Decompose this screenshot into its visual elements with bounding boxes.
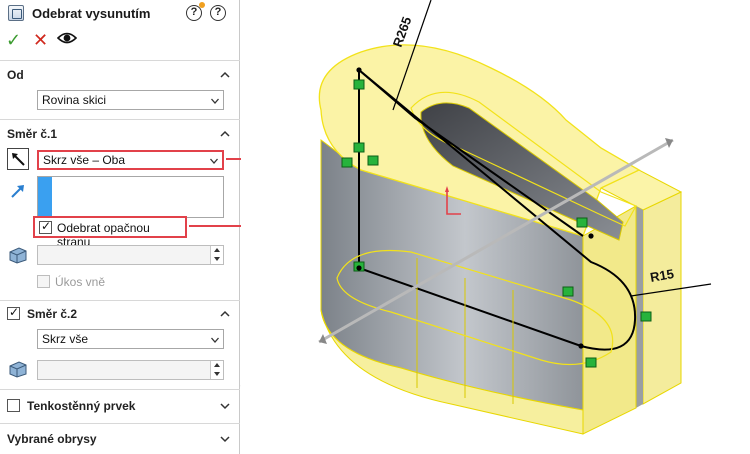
section-direction2-title: Směr č.2 [27,307,78,321]
relation-icon [353,142,365,153]
draft-icon[interactable] [7,357,29,379]
callout-2-leader [189,225,257,227]
temporary-axis [318,138,674,344]
flip-side-checkbox[interactable] [39,219,52,234]
sketch-point [588,233,594,239]
bottom-face-edge [320,309,584,435]
start-condition-value: Rovina skici [42,93,107,107]
start-condition-select[interactable]: Rovina skici [37,90,224,110]
direction2-draft-spinner[interactable] [210,361,223,379]
selection-active-marker [38,177,52,217]
model-view[interactable]: R265 R15 [241,0,750,454]
relation-icon [367,155,379,166]
chevron-down-icon[interactable] [220,401,230,411]
direction2-end-condition-value: Skrz vše [42,332,89,346]
divider [0,389,240,390]
direction-selection-box[interactable] [37,176,224,218]
origin-arrow-y-icon [445,186,449,192]
left-prong-front [582,205,637,435]
dimension-r15[interactable]: R15 [649,266,675,285]
axis-arrow-end [665,138,673,148]
axis-arrow-start [319,334,327,344]
relation-icon [576,217,588,228]
ok-button[interactable]: ✓ [6,30,22,50]
slot-floor [636,206,643,408]
chevron-up-icon[interactable] [220,309,230,319]
draft-icon[interactable] [7,243,29,265]
chevron-up-icon[interactable] [220,70,230,80]
draft-angle-spinner[interactable] [210,246,223,264]
chevron-down-icon [211,337,219,343]
eye-icon [56,32,78,44]
action-buttons: ✓ ✕ [0,30,240,52]
sketch-profile [358,69,637,351]
graphics-area[interactable]: R265 R15 [241,0,750,454]
section-thin-feature-title: Tenkostěnný prvek [27,399,136,413]
draft-outward-label: Úkos vně [55,275,106,289]
cut-extrude-icon [8,5,24,21]
cancel-button[interactable]: ✕ [33,30,49,50]
relation-icon [640,311,652,322]
help-icon[interactable]: ? [210,5,226,21]
relation-icon [353,79,365,90]
cut-slot-rim [410,91,637,227]
lower-slot-outline [336,249,614,366]
divider [0,60,240,61]
sketch-point [578,343,584,349]
relation-icon [562,286,574,297]
cut-slot-wall [420,102,624,241]
reverse-direction-icon[interactable] [7,148,29,170]
flip-side-to-cut-row[interactable]: Odebrat opačnou stranu [33,216,187,249]
panel-header: Odebrat vysunutím ? ? [0,0,240,28]
sketch-point [356,67,362,73]
property-manager-panel: Odebrat vysunutím ? ? ✓ ✕ Od Rovina skic… [0,0,240,454]
draft-angle-input[interactable] [37,245,224,265]
chevron-down-icon[interactable] [220,434,230,444]
whats-new-help-icon[interactable]: ? [186,5,202,21]
sketch-line-top [358,69,584,237]
hidden-edges [416,258,514,404]
draft-outward-checkbox [37,275,50,288]
chevron-down-icon [211,98,219,104]
whats-new-star-icon [199,2,205,8]
end-condition-value: Skrz vše – Oba [43,153,126,167]
detailed-preview-button[interactable] [56,30,78,52]
origin-icon [446,190,461,215]
end-condition-select[interactable]: Skrz vše – Oba [37,150,224,170]
chevron-down-icon [210,158,218,164]
section-selected-contours-title: Vybrané obrysy [7,432,97,446]
direction-vector-icon [11,185,24,198]
right-prong-side [642,191,682,405]
thin-feature-checkbox[interactable] [7,399,20,412]
panel-title: Odebrat vysunutím [32,6,151,21]
relation-icon [585,357,597,368]
direction2-end-condition-select[interactable]: Skrz vše [37,329,224,349]
section-direction1-title: Směr č.1 [7,127,58,141]
direction2-draft-angle-input[interactable] [37,360,224,380]
section-od-title: Od [7,68,24,82]
divider [0,300,240,301]
direction2-checkbox[interactable] [7,305,20,320]
divider [0,119,240,120]
dimension-r265[interactable]: R265 [390,15,415,49]
relation-icon [341,157,353,168]
chevron-up-icon[interactable] [220,129,230,139]
dimension-leader-r265 [392,0,432,111]
dimension-leader-r15 [630,283,712,297]
divider [0,423,240,424]
sketch-point [356,265,362,271]
